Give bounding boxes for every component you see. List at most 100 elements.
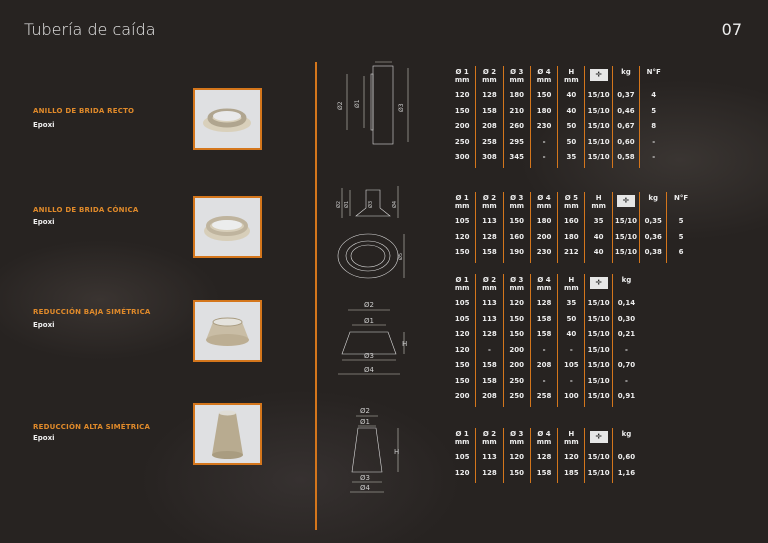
column-unit: mm	[536, 284, 552, 292]
product-finish: Epoxi	[33, 121, 55, 129]
table-cell: 308	[482, 153, 497, 161]
column-label: Ø 1	[455, 430, 469, 438]
dimension-label: Ø4	[360, 484, 371, 492]
table-cell: 200	[509, 345, 525, 354]
dimension-label: H	[402, 340, 407, 348]
column-unit: mm	[509, 202, 525, 210]
column-header: N°F	[667, 192, 694, 214]
table-cell: 113	[482, 217, 497, 225]
table-cell: 0,67	[617, 122, 635, 130]
dimension-label: Ø1	[343, 201, 350, 208]
column-unit: mm	[536, 438, 552, 446]
table-cell: 128	[482, 330, 497, 338]
table-cell: 40	[593, 232, 604, 241]
column-label: Ø 2	[482, 68, 497, 76]
gauge-icon: ÷	[589, 431, 608, 443]
column-header: N°F	[640, 66, 667, 88]
column-label: kg	[621, 276, 632, 284]
column-unit: mm	[564, 202, 579, 210]
table-cell: 0,38	[644, 248, 662, 256]
table-cell: 15/10	[614, 232, 637, 241]
table-cell: 230	[536, 248, 552, 256]
page-number: 07	[721, 20, 742, 39]
table-cell: 40	[566, 330, 577, 338]
table-cell: 128	[482, 468, 497, 477]
column-unit: mm	[509, 284, 525, 292]
table-cell: 150	[454, 106, 470, 115]
dimension-label: Ø5	[397, 253, 404, 260]
table-cell: 0,91	[617, 392, 636, 400]
column-label: Ø 3	[510, 430, 524, 438]
table-cell: -	[542, 137, 546, 146]
table-cell: 150	[509, 217, 525, 225]
table-cell: 35	[566, 299, 577, 307]
dimension-label: Ø2	[364, 301, 374, 309]
table-cell: 6	[678, 248, 684, 256]
column-unit: mm	[509, 438, 525, 446]
table-cell: 0,21	[617, 330, 636, 338]
gauge-icon: ÷	[616, 195, 635, 207]
table-cell: 113	[482, 299, 497, 307]
column-unit: mm	[454, 202, 470, 210]
table-cell: 15/10	[587, 91, 610, 99]
product-name: REDUCCIÓN ALTA SIMÉTRICA	[33, 423, 151, 431]
table-cell: 40	[566, 106, 577, 115]
table-cell: -	[542, 376, 546, 385]
table-cell: 150	[536, 91, 552, 99]
column-label: Ø 4	[537, 276, 551, 284]
table-cell: 15/10	[587, 453, 610, 461]
table-cell: 15/10	[587, 106, 610, 115]
column-label: Ø 3	[510, 276, 524, 284]
table-cell: 50	[566, 314, 577, 323]
table-cell: 200	[454, 122, 470, 130]
table-cell: 0,58	[617, 153, 635, 161]
table-cell: 0,70	[617, 361, 636, 369]
column-unit: mm	[454, 284, 470, 292]
table-cell: 35	[566, 153, 577, 161]
divider	[315, 62, 317, 530]
table-cell: 200	[509, 361, 525, 369]
table-cell: 105	[454, 299, 470, 307]
table-cell: -	[569, 376, 573, 385]
table-cell: 15/10	[587, 345, 610, 354]
table-cell: 250	[454, 137, 470, 146]
column-unit: mm	[482, 202, 497, 210]
product-name: ANILLO DE BRIDA RECTO	[33, 107, 135, 115]
table-cell: -	[487, 345, 491, 354]
table-cell: 120	[509, 453, 525, 461]
table-cell: 300	[454, 153, 470, 161]
table-cell: 150	[509, 330, 525, 338]
column-label: H	[568, 68, 575, 76]
table-cell: 345	[509, 153, 525, 161]
column-header: ÷	[586, 274, 612, 296]
table-cell: 190	[509, 248, 525, 256]
table-cell: 150	[454, 376, 470, 385]
column-label: Ø 2	[482, 430, 497, 438]
dimension-label: H	[379, 60, 384, 62]
table-cell: 158	[482, 361, 497, 369]
column-label: Ø 2	[482, 276, 497, 284]
technical-drawing: Ø2 Ø1 H Ø3 Ø4	[338, 301, 407, 375]
table-cell: -	[542, 345, 546, 354]
table-cell: 230	[536, 122, 552, 130]
column-unit: mm	[564, 438, 579, 446]
table-cell: 208	[482, 122, 497, 130]
